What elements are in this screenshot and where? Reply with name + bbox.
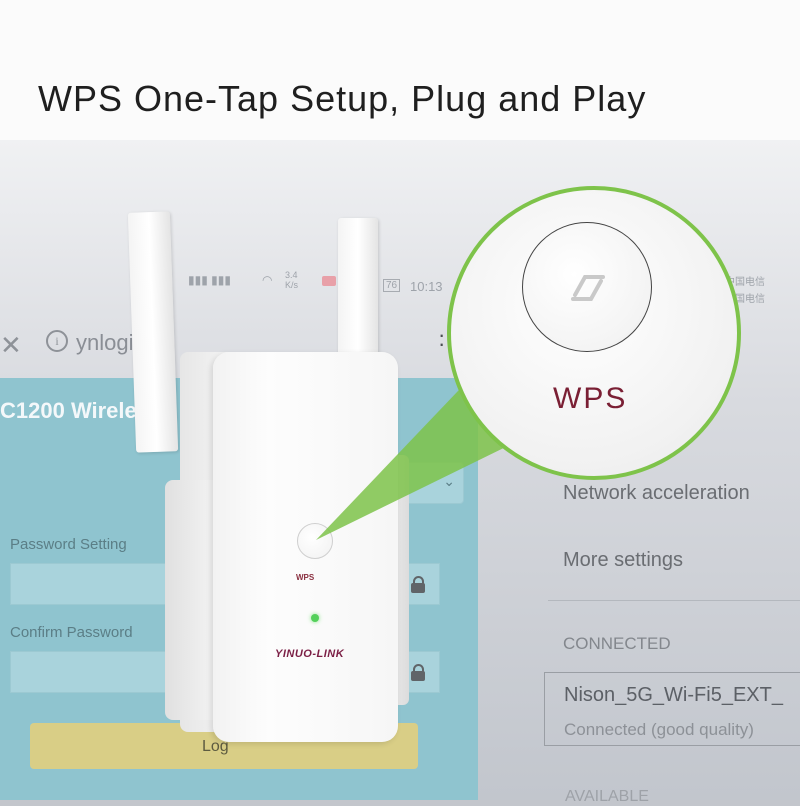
wps-label-zoomed: WPS: [553, 382, 628, 415]
info-icon[interactable]: i: [46, 330, 68, 352]
status-led: [311, 614, 319, 622]
page-title: WPS One-Tap Setup, Plug and Play: [38, 78, 647, 119]
url-bar[interactable]: ynlogi: [76, 330, 134, 355]
form-title: C1200 Wirele: [0, 398, 137, 423]
connected-section-header: CONNECTED: [563, 634, 671, 653]
divider: [548, 600, 800, 601]
wps-label: WPS: [296, 573, 315, 582]
notification-icon: [322, 276, 336, 286]
lock-icon: [411, 576, 425, 593]
chevron-down-icon: ⌄: [443, 473, 455, 489]
network-acceleration-item[interactable]: Network acceleration: [563, 482, 750, 504]
carrier-label-2: 中国电信: [725, 294, 765, 305]
connected-network-card[interactable]: [544, 672, 800, 746]
network-status: Connected (good quality): [564, 720, 754, 739]
network-name: Nison_5G_Wi-Fi5_EXT_: [564, 684, 783, 706]
extender-side-panel: [165, 480, 220, 720]
close-icon[interactable]: ✕: [0, 330, 22, 360]
browser-menu-icon[interactable]: ··: [438, 322, 446, 356]
status-time: 10:13: [410, 279, 443, 294]
password-label: Password Setting: [10, 536, 127, 553]
headline-band: [0, 0, 800, 140]
wifi-icon: ◠: [262, 273, 273, 287]
wps-button-zoomed: [522, 222, 652, 352]
login-button-label: Log: [202, 738, 229, 755]
brand-logo: YINUO-LINK: [275, 648, 345, 660]
lock-icon: [411, 664, 425, 681]
battery-indicator: 76: [383, 279, 401, 292]
confirm-password-label: Confirm Password: [10, 624, 133, 641]
signal-icon: ▮▮▮ ▮▮▮: [188, 273, 231, 287]
more-settings-item[interactable]: More settings: [563, 549, 684, 571]
network-speed-unit: K/s: [285, 280, 299, 290]
carrier-label: 中国电信: [725, 277, 765, 288]
network-speed: 3.4 K/s: [285, 270, 298, 290]
network-speed-value: 3.4: [285, 270, 298, 280]
wps-symbol-icon: [571, 275, 605, 301]
